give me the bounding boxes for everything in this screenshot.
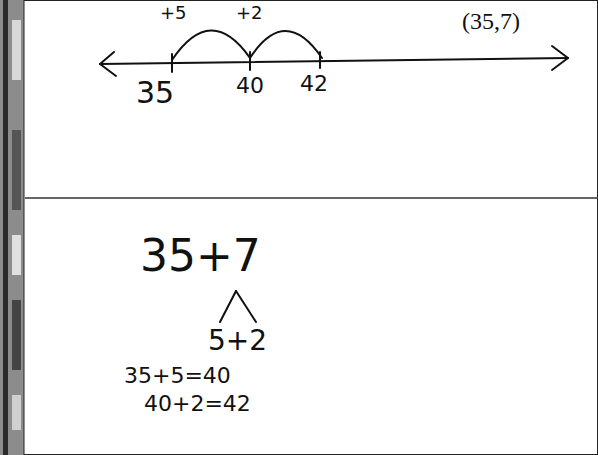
number-line — [100, 58, 568, 64]
number-line-arrow — [552, 46, 568, 70]
number-line-label: 40 — [236, 74, 264, 98]
equation-text: 35+5=40 — [124, 364, 231, 388]
branch-line — [220, 291, 236, 322]
film-strip-light — [12, 20, 21, 80]
panel-divider — [25, 197, 598, 199]
jump-arc — [172, 30, 250, 60]
film-strip — [0, 0, 24, 455]
number-line-label: +2 — [236, 3, 263, 23]
number-line-label: 35 — [136, 76, 174, 109]
film-strip-dark — [12, 300, 21, 370]
film-strip-light — [12, 235, 21, 275]
equation-text: 35+7 — [140, 232, 261, 280]
film-strip-band — [3, 0, 8, 455]
equation-text: 40+2=42 — [144, 392, 251, 416]
equation-text: 5+2 — [208, 326, 267, 357]
strip-edge — [24, 0, 25, 455]
number-line-arrow — [100, 52, 116, 76]
number-line-label: (35,7) — [462, 8, 520, 34]
tick-mark — [171, 54, 173, 72]
number-line-label: +5 — [160, 3, 187, 23]
number-line-label: 42 — [300, 72, 328, 96]
film-strip-light — [12, 395, 21, 430]
branch-line — [236, 291, 256, 322]
tick-mark — [249, 52, 251, 70]
film-strip-dark — [12, 130, 21, 210]
jump-arc — [250, 31, 322, 58]
